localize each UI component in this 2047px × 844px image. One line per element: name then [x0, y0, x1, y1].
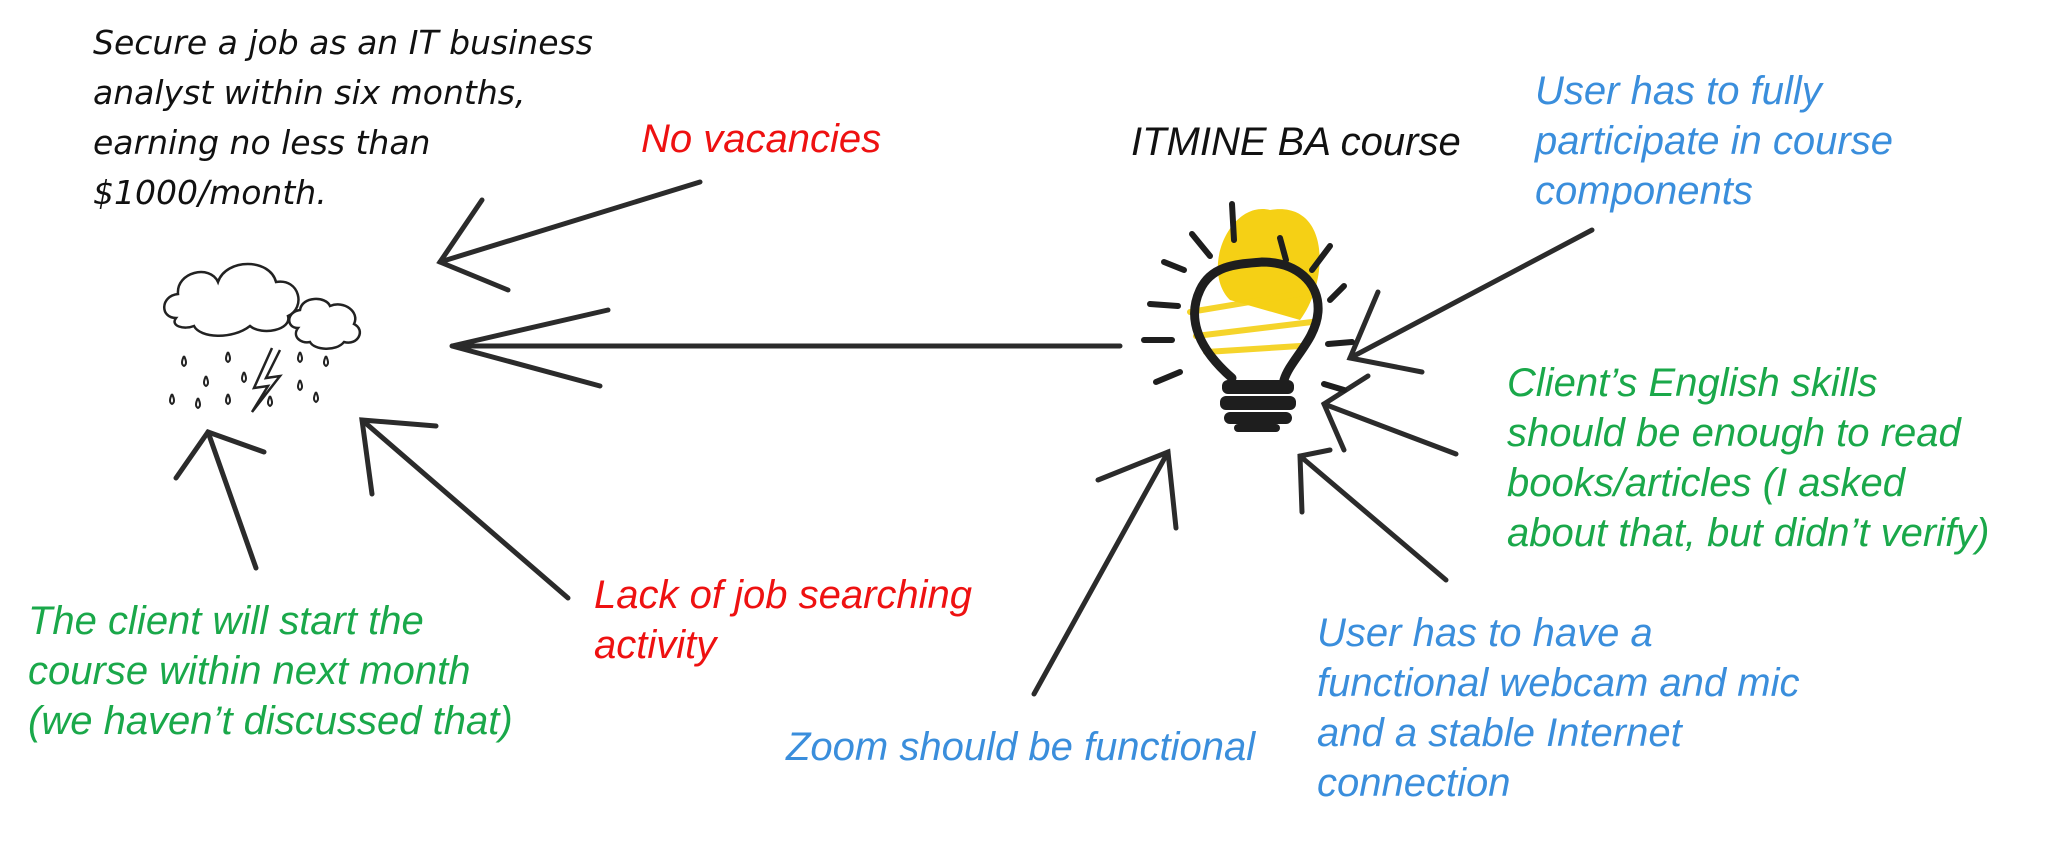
assumption-line: about that, but didn’t verify)	[1507, 511, 1990, 555]
risk-no-vacancies: No vacancies	[641, 114, 881, 164]
assumption-line: Client’s English skills	[1507, 361, 1878, 405]
arrow-user-participate	[1346, 227, 1595, 375]
arrow-english-skills	[1320, 373, 1459, 457]
dependency-line: User has to fully	[1535, 69, 1822, 113]
risk-line: activity	[594, 623, 717, 667]
lightbulb-icon	[1141, 201, 1355, 432]
assumption-line: The client will start the	[28, 599, 424, 643]
arrow-client-start	[173, 429, 267, 571]
goal-text: Secure a job as an IT business analyst w…	[93, 18, 593, 218]
dependency-webcam-internet: User has to have a functional webcam and…	[1317, 608, 1799, 808]
risk-lack-of-job-searching: Lack of job searching activity	[594, 570, 972, 670]
dependency-line: connection	[1317, 761, 1511, 805]
assumption-line: books/articles (I asked	[1507, 461, 1905, 505]
goal-line: Secure a job as an IT business	[93, 23, 593, 62]
solution-title-text: ITMINE BA course	[1131, 120, 1461, 164]
dependency-line: participate in course	[1535, 119, 1893, 163]
main-arrow	[449, 307, 1123, 389]
risk-line: Lack of job searching	[594, 573, 973, 617]
arrow-zoom	[1031, 448, 1179, 697]
dependency-user-participate: User has to fully participate in course …	[1535, 66, 1893, 216]
risk-line: No vacancies	[641, 117, 882, 161]
dependency-line: Zoom should be functional	[786, 725, 1256, 769]
arrow-no-vacancies	[436, 179, 703, 293]
goal-line: analyst within six months,	[93, 73, 526, 112]
dependency-line: functional webcam and mic	[1317, 661, 1800, 705]
solution-title: ITMINE BA course	[1131, 117, 1461, 167]
assumption-english-skills: Client’s English skills should be enough…	[1507, 358, 1990, 558]
dependency-line: and a stable Internet	[1317, 711, 1682, 755]
assumption-line: (we haven’t discussed that)	[28, 699, 513, 743]
assumption-line: should be enough to read	[1507, 411, 1961, 455]
assumption-client-start: The client will start the course within …	[28, 596, 513, 746]
goal-line: $1000/month.	[93, 173, 327, 212]
arrow-lack-of-job-searching	[359, 417, 571, 601]
dependency-line: components	[1535, 169, 1753, 213]
arrow-webcam	[1297, 447, 1449, 583]
dependency-zoom: Zoom should be functional	[786, 722, 1255, 772]
dependency-line: User has to have a	[1317, 611, 1653, 655]
storm-cloud-icon	[163, 262, 362, 413]
assumption-line: course within next month	[28, 649, 471, 693]
goal-line: earning no less than	[93, 123, 431, 162]
